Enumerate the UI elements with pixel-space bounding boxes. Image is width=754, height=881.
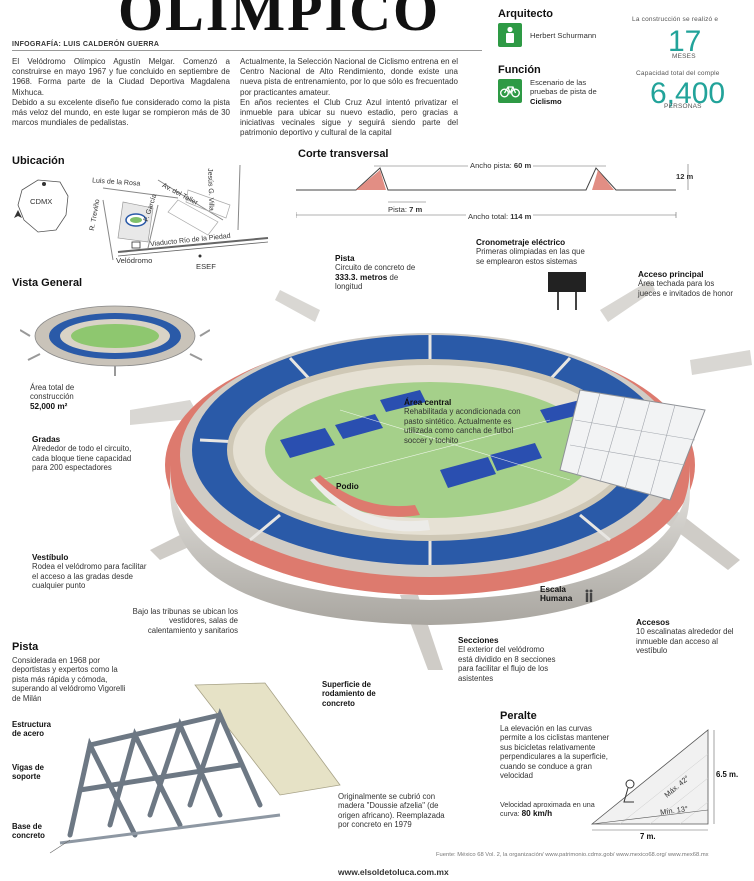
intro-col1-p2: Debido a su excelente diseño fue conside…: [12, 97, 230, 128]
cross-section-title: Corte transversal: [298, 148, 389, 160]
build-value: 17: [668, 25, 702, 58]
capacity-unit: PERSONAS: [664, 103, 702, 110]
capacity-label: Capacidad total del comple: [636, 70, 720, 77]
height-value: 12 m: [676, 172, 694, 181]
gradas-callout: Gradas Alrededor de todo el circuito, ca…: [32, 435, 136, 473]
capacity-value: 6,400: [650, 77, 726, 110]
pista-text: Circuito de concreto de: [335, 263, 416, 273]
pista-title: Pista: [335, 254, 355, 263]
track-detail-text: Considerada en 1968 por deportistas y ex…: [12, 656, 126, 703]
area-value: 52,000 m²: [30, 401, 68, 411]
architect-label: Arquitecto: [498, 8, 553, 20]
crono-text: Primeras olimpiadas en las que se emplea…: [476, 247, 585, 266]
location-title: Ubicación: [12, 155, 65, 167]
lane-width-label: Pista: 7 m: [388, 205, 422, 214]
gradas-text: Alrededor de todo el circuito, cada bloq…: [32, 444, 132, 473]
banking-width: 7 m.: [640, 832, 656, 841]
total-width-label: Ancho total: 114 m: [466, 212, 534, 222]
escala-callout: Escala Humana: [540, 585, 580, 604]
podio-label: Podio: [336, 482, 359, 491]
vestibulo-title: Vestíbulo: [32, 553, 69, 562]
lane-width-text: Pista:: [388, 205, 407, 214]
superficie-label: Superficie de rodamiento de concreto: [322, 680, 376, 708]
page-title: OLÍMPICO: [118, 0, 441, 43]
banking-text: La elevación en las curvas permite a los…: [500, 724, 610, 781]
architect-name: Herbert Schurmann: [530, 31, 597, 40]
intro-col2: Actualmente, la Selección Nacional de Ci…: [240, 57, 458, 139]
original-label: Originalmente se cubrió con madera "Dous…: [338, 792, 445, 830]
area-central-title: Área central: [404, 398, 452, 407]
track-width-value: 60 m: [513, 161, 532, 170]
architect-icon: [498, 23, 522, 47]
function-label: Función: [498, 64, 541, 76]
accesos-callout: Accesos 10 escalinatas alrededor del inm…: [636, 618, 736, 656]
footer-url[interactable]: www.elsoldetoluca.com.mx: [338, 867, 449, 877]
function-bold: Ciclismo: [530, 96, 562, 106]
secciones-text: El exterior del velódromo está dividido …: [458, 645, 556, 683]
tribunas-callout: Bajo las tribunas se ubican los vestidor…: [132, 607, 238, 635]
speed-label: Velocidad aproximada en una curva:: [500, 800, 595, 819]
vestibulo-text: Rodea el velódromo para facilitar el acc…: [32, 562, 147, 591]
secciones-title: Secciones: [458, 636, 499, 645]
area-central-text: Rehabilitada y acondicionada con pasto s…: [404, 407, 521, 445]
total-width-value: 114 m: [510, 212, 532, 221]
credit-line: INFOGRAFÍA: LUIS CALDERÓN GUERRA: [12, 41, 160, 48]
speed-value: 80 km/h: [521, 809, 553, 819]
cross-section-diagram: [296, 164, 689, 218]
base-label: Base de concreto: [12, 822, 45, 841]
track-width-text: Ancho pista:: [470, 161, 512, 170]
area-callout: Área total de construcción 52,000 m²: [30, 383, 100, 411]
escala-text: Escala Humana: [540, 585, 573, 604]
crono-title: Cronometraje eléctrico: [476, 238, 566, 247]
pista-callout: Pista Circuito de concreto de 333.3. met…: [335, 254, 425, 292]
intro-col2-p1: Actualmente, la Selección Nacional de Ci…: [240, 57, 458, 97]
street-jesus-villa: Jesús G. Villa: [206, 168, 215, 211]
crono-callout: Cronometraje eléctrico Primeras olimpiad…: [476, 238, 594, 266]
footer-sources: Fuente: México 68 Vol. 2, la organizació…: [436, 852, 709, 858]
pista-bold: 333.3. metros: [335, 272, 388, 282]
label-cdmx: CDMX: [30, 197, 53, 206]
area-central-callout: Área central Rehabilitada y acondicionad…: [404, 398, 522, 445]
gradas-title: Gradas: [32, 435, 61, 444]
general-view-mini: [20, 305, 210, 376]
function-text: Escenario de las pruebas de pista de Cic…: [530, 78, 610, 106]
area-label: Área total de construcción: [30, 383, 75, 402]
human-scale-icon: [585, 589, 593, 602]
bicycle-icon: [498, 79, 522, 103]
track-width-label: Ancho pista: 60 m: [468, 161, 534, 171]
build-unit: MESES: [672, 53, 696, 60]
pista-text2: de longitud: [335, 272, 399, 292]
podio-text: Podio: [336, 482, 359, 491]
track-structure-diagram: [49, 682, 341, 854]
intro-col2-p2: En años recientes el Club Cruz Azul inte…: [240, 97, 458, 138]
intro-col1: El Velódromo Olímpico Agustín Melgar. Co…: [12, 57, 230, 128]
stadium-illustration: [130, 272, 752, 670]
header-rule: [12, 50, 482, 51]
acceso-text: Área techada para los jueces e invitados…: [638, 279, 733, 298]
acceso-title: Acceso principal: [638, 270, 704, 279]
label-esef: ESEF: [196, 262, 216, 271]
general-view-title: Vista General: [12, 277, 83, 289]
vigas-label: Vigas de soporte: [12, 763, 44, 782]
speed-callout: Velocidad aproximada en una curva: 80 km…: [500, 800, 598, 819]
location-map: [14, 164, 269, 261]
acceso-callout: Acceso principal Área techada para los j…: [638, 270, 733, 298]
accesos-text: 10 escalinatas alrededor del inmueble da…: [636, 627, 734, 656]
track-detail-title: Pista: [12, 641, 39, 653]
intro-col1-p1: El Velódromo Olímpico Agustín Melgar. Co…: [12, 57, 230, 97]
banking-title: Peralte: [500, 710, 537, 722]
estructura-label: Estructura de acero: [12, 720, 51, 739]
total-width-text: Ancho total:: [468, 212, 509, 221]
label-velodromo: Velódromo: [116, 256, 153, 265]
build-label: La construcción se realizó e: [632, 16, 719, 23]
function-desc: Escenario de las pruebas de pista de: [530, 78, 597, 97]
banking-diagram: [590, 729, 715, 831]
vestibulo-callout: Vestíbulo Rodea el velódromo para facili…: [32, 553, 150, 591]
secciones-callout: Secciones El exterior del velódromo está…: [458, 636, 558, 683]
lane-width-value: 7 m: [409, 205, 423, 214]
accesos-title: Accesos: [636, 618, 670, 627]
banking-height: 6.5 m.: [716, 770, 739, 779]
